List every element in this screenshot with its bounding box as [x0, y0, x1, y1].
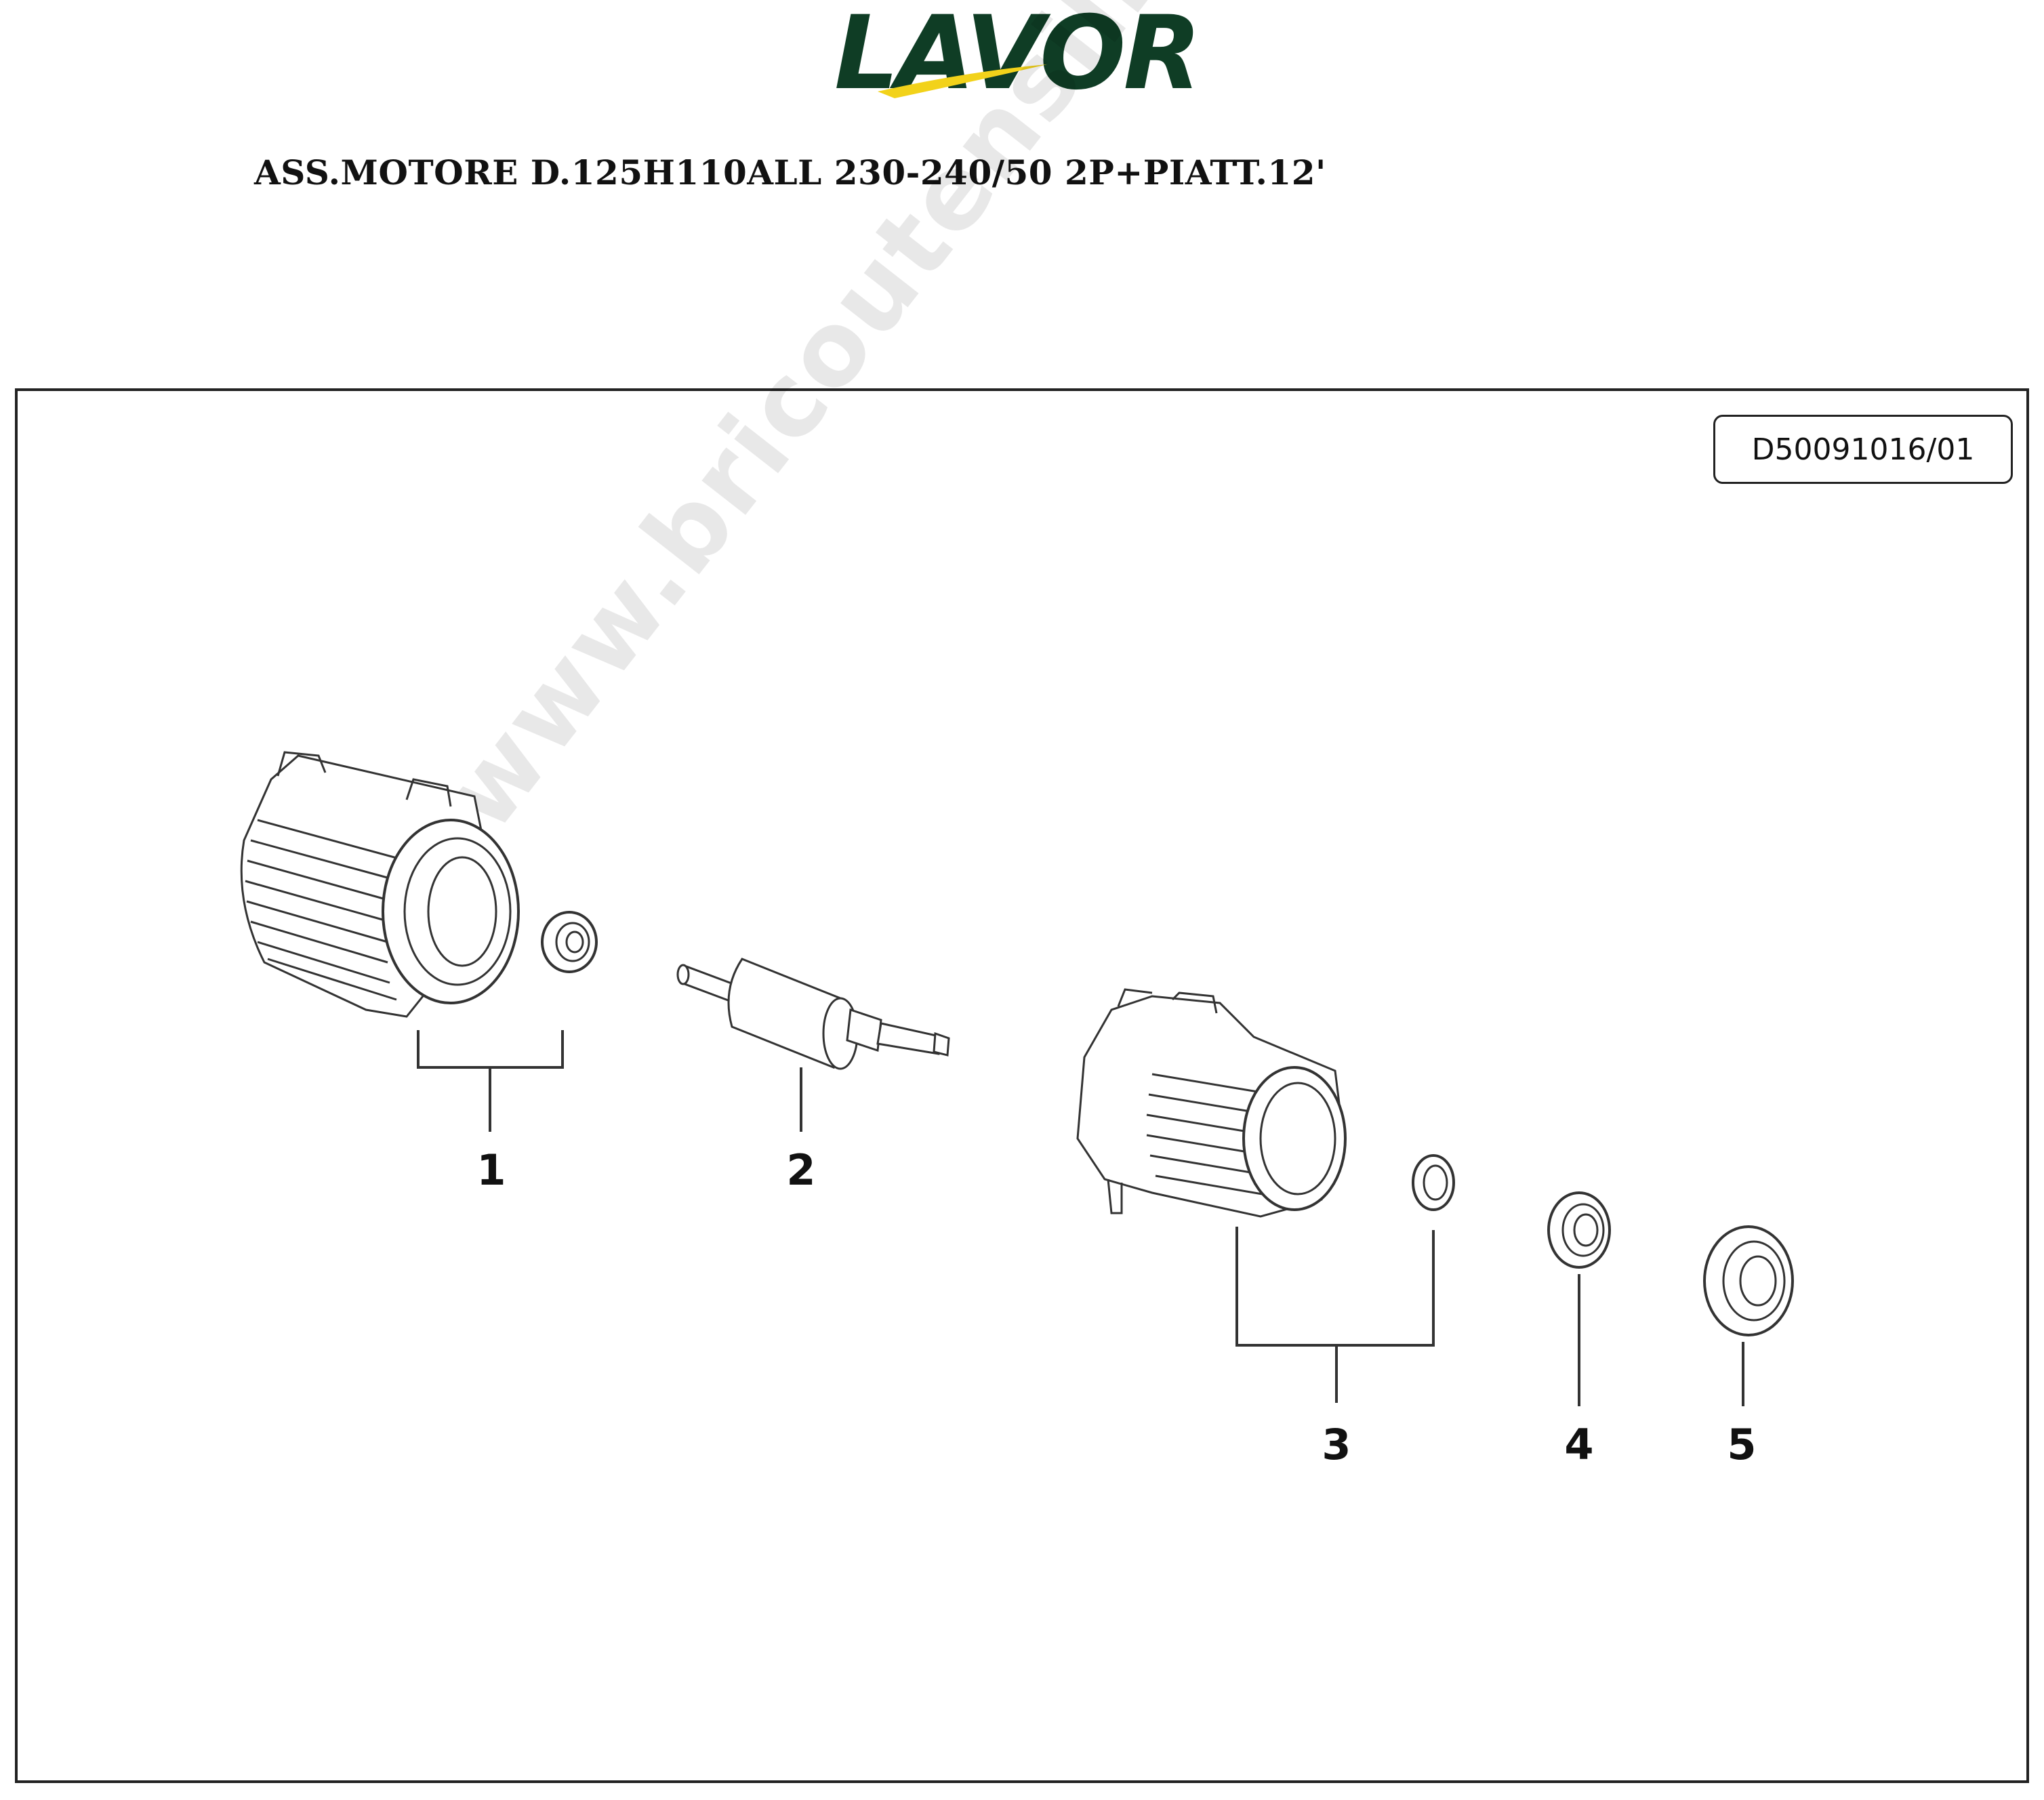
bearing-icon — [1547, 1191, 1611, 1269]
callout-2: 2 — [786, 1145, 816, 1195]
logo-swoosh — [878, 64, 1047, 98]
bracket-3 — [1235, 1227, 1435, 1347]
motor-flange-housing-icon — [1076, 988, 1347, 1218]
callout-1: 1 — [476, 1145, 506, 1195]
drawing-frame — [15, 388, 2029, 1783]
drawing-code-badge: D50091016/01 — [1713, 415, 2013, 484]
stator-housing-icon — [240, 751, 520, 1018]
callout-5: 5 — [1727, 1420, 1757, 1469]
seal-ring-icon — [1703, 1225, 1794, 1336]
seal-icon — [1412, 1154, 1455, 1211]
rotor-shaft-icon — [676, 958, 950, 1070]
lavor-logo: LAVOR — [834, 7, 1202, 108]
callout-3: 3 — [1322, 1420, 1351, 1469]
page-title: ASS.MOTORE D.125H110ALL 230-240/50 2P+PI… — [254, 152, 1326, 192]
seal-icon — [541, 911, 598, 973]
callout-4: 4 — [1564, 1420, 1594, 1469]
bracket-1 — [417, 1030, 564, 1069]
